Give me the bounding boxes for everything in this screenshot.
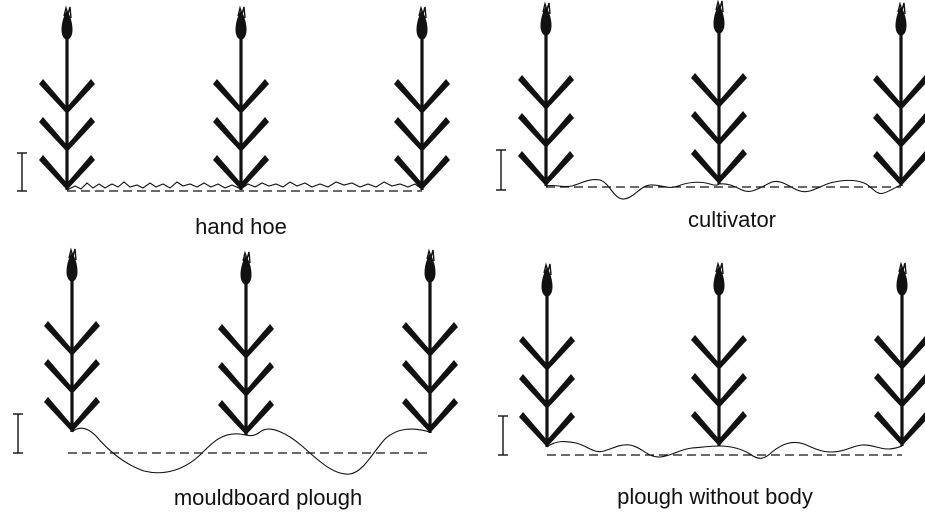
maize-plant-icon <box>874 263 925 446</box>
depth-scale-bar-icon <box>498 416 508 455</box>
depth-scale-bar-icon <box>496 150 506 190</box>
depth-scale-bar-icon <box>17 153 27 191</box>
maize-plant-icon <box>691 1 747 184</box>
maize-plant-icon <box>218 252 274 435</box>
panel-mouldboard-plough <box>13 249 458 474</box>
maize-plant-icon <box>691 263 747 446</box>
maize-plant-icon <box>394 7 450 190</box>
depth-scale-bar-icon <box>13 414 23 453</box>
maize-plant-icon <box>518 3 574 186</box>
ploughed-soil-surface <box>72 428 430 474</box>
maize-plant-icon <box>519 264 575 447</box>
panel-hand-hoe <box>17 7 450 191</box>
panel-cultivator <box>496 1 925 199</box>
caption-hand-hoe: hand hoe <box>195 216 287 238</box>
caption-plough-without-body: plough without body <box>617 486 813 508</box>
caption-cultivator: cultivator <box>688 209 776 231</box>
caption-mouldboard-plough: mouldboard plough <box>174 487 362 509</box>
maize-plant-icon <box>402 250 458 433</box>
loosened-soil-surface <box>547 442 902 459</box>
maize-plant-icon <box>873 3 925 186</box>
maize-plant-icon <box>39 7 95 190</box>
maize-plant-icon <box>213 7 269 190</box>
tilled-soil-surface <box>546 180 901 200</box>
maize-plant-icon <box>44 249 100 432</box>
panel-plough-without-body <box>498 263 925 458</box>
